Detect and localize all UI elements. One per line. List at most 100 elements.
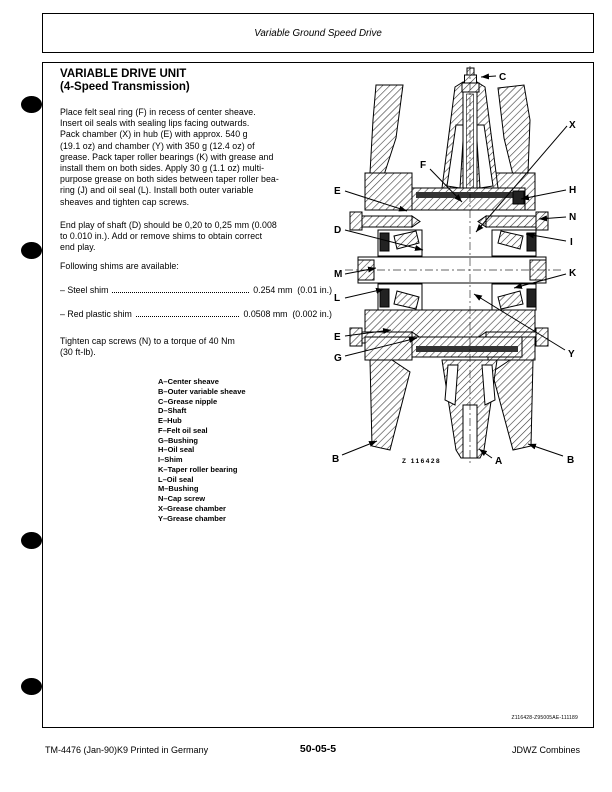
callout-N: N — [569, 212, 576, 223]
callout-H: H — [569, 185, 576, 196]
section-title: VARIABLE DRIVE UNIT (4-Speed Transmissio… — [60, 68, 190, 94]
callout-K: K — [569, 268, 577, 279]
cap-screw-tip — [411, 215, 421, 228]
shim-value: 0.0508 mm (0.002 in.) — [243, 309, 332, 319]
seal-block — [379, 232, 390, 252]
leader-F — [429, 168, 463, 203]
cap-screw-head — [349, 327, 363, 347]
binder-hole — [21, 96, 42, 113]
leader-K — [513, 273, 567, 289]
paragraph-assembly: Place felt seal ring (F) in recess of ce… — [60, 107, 279, 207]
legend-item: X–Grease chamber — [158, 503, 226, 513]
legend-item: D–Shaft — [158, 406, 187, 416]
leader-B-right — [527, 443, 564, 457]
shim-value: 0.254 mm (0.01 in.) — [253, 285, 332, 295]
cap-screw-head — [535, 211, 549, 231]
callout-B-left: B — [332, 454, 339, 465]
legend-item: E–Hub — [158, 416, 182, 425]
hub-flange-bottom-left — [364, 336, 413, 361]
leader-X — [475, 125, 568, 233]
shim-name: – Red plastic shim — [60, 309, 132, 319]
cone-notch — [475, 124, 494, 189]
cone-notch — [444, 364, 459, 406]
leader-D — [344, 229, 424, 251]
binder-hole — [21, 242, 42, 259]
hub-top-plate — [411, 187, 526, 211]
callout-M: M — [334, 269, 342, 280]
sheave-blade-top-left — [369, 84, 404, 176]
bearing-roller — [497, 230, 524, 250]
drive-unit-cross-section: C X F E H N D I M L K E G Y B A B Z 1164… — [332, 66, 577, 467]
leader-L — [344, 287, 385, 299]
leader-E-upper — [344, 190, 408, 212]
leader-M — [344, 266, 377, 275]
footer-page-number: 50-05-5 — [299, 743, 337, 755]
bearing-roller — [393, 290, 420, 310]
leader-H — [520, 189, 567, 201]
seal-block — [379, 288, 390, 308]
grease-nipple-collar — [464, 74, 477, 84]
sheave-blade-bottom-right — [491, 359, 534, 451]
sheave-blade-bottom-left — [369, 359, 411, 451]
grease-nipple-base — [461, 82, 480, 93]
callout-L: L — [334, 293, 340, 304]
legend-item: N–Cap screw — [158, 494, 206, 503]
section-title-line2: (4-Speed Transmission) — [60, 81, 190, 93]
leader-Y — [473, 293, 566, 351]
running-header-title: Variable Ground Speed Drive — [254, 27, 382, 39]
callout-D: D — [334, 225, 341, 236]
footer-publication: TM-4476 (Jan-90)K9 Printed in Germany — [45, 745, 209, 755]
print-code: Z116428-Z95005AE-111189 — [511, 715, 578, 721]
leader-G — [344, 337, 418, 357]
callout-X: X — [569, 120, 576, 131]
figure-number: Z 116428 — [402, 458, 441, 465]
callout-Y: Y — [568, 349, 575, 360]
footer-model: JDWZ Combines — [511, 745, 580, 755]
legend-item: L–Oil seal — [158, 474, 194, 484]
legend-item: A–Center sheave — [158, 377, 219, 386]
shim-name: – Steel shim — [60, 285, 109, 295]
legend-item: H–Oil seal — [158, 445, 195, 455]
hub-flange-top-left — [364, 172, 413, 211]
dot-leader — [112, 292, 250, 293]
cap-screw-head — [535, 327, 549, 347]
sheave-blade-top-right — [497, 84, 531, 176]
callout-E-upper: E — [334, 186, 341, 197]
shim-row-red-plastic: – Red plastic shim 0.0508 mm (0.002 in.) — [60, 309, 332, 319]
callout-I: I — [570, 237, 573, 248]
paragraph-shims-intro: Following shims are available: — [60, 261, 179, 271]
legend-item: I–Shim — [158, 455, 183, 464]
leader-A — [478, 448, 493, 459]
legend-item: G–Bushing — [158, 435, 199, 445]
binder-hole — [21, 532, 42, 549]
shim-row-steel: – Steel shim 0.254 mm (0.01 in.) — [60, 285, 332, 295]
paragraph-endplay: End play of shaft (D) should be 0,20 to … — [60, 220, 277, 253]
cap-screw-shaft — [361, 215, 413, 228]
grease-nipple-tip — [466, 67, 475, 76]
callout-E-lower: E — [334, 332, 341, 343]
legend-item: K–Taper roller bearing — [158, 464, 238, 474]
legend-item: C–Grease nipple — [158, 396, 218, 406]
legend-item: B–Outer variable sheave — [158, 386, 246, 396]
leader-N — [538, 215, 567, 222]
callout-F: F — [420, 160, 426, 171]
legend-item: F–Felt oil seal — [158, 425, 208, 435]
section-title-line1: VARIABLE DRIVE UNIT — [60, 68, 187, 80]
leader-I — [525, 232, 567, 242]
callout-B-right: B — [567, 455, 574, 466]
callout-A: A — [495, 456, 502, 467]
felt-seal-strip — [416, 346, 518, 352]
leader-E-lower — [344, 328, 392, 337]
cap-screw-head — [349, 211, 363, 231]
paragraph-torque: Tighten cap screws (N) to a torque of 40… — [60, 336, 235, 358]
felt-seal-strip — [416, 192, 520, 198]
cone-notch — [481, 364, 496, 406]
legend-item: M–Bushing — [158, 484, 199, 494]
oil-seal-top-right — [512, 190, 525, 205]
legend-list: A–Center sheave B–Outer variable sheave … — [158, 377, 246, 523]
callout-G: G — [334, 353, 342, 364]
running-header-box: Variable Ground Speed Drive — [42, 13, 594, 53]
binder-hole — [21, 678, 42, 695]
legend-item: Y–Grease chamber — [158, 513, 226, 523]
